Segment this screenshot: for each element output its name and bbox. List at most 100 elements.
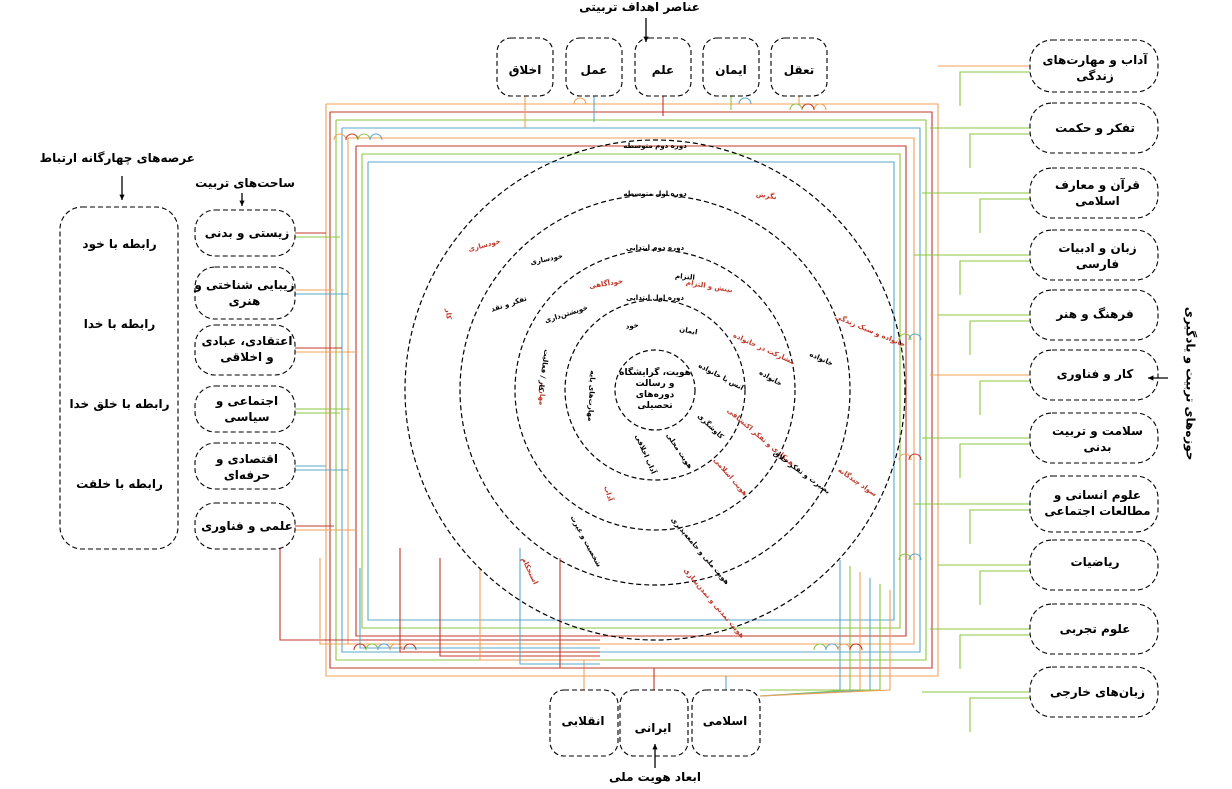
bottom-run-4 xyxy=(439,558,600,657)
frame-line-4 xyxy=(347,137,915,645)
header-four-domains: عرصه‌های چهارگانه ارتباط xyxy=(39,151,195,165)
bottom-run-1 xyxy=(319,558,600,645)
second-label-5: هویت اسلامی xyxy=(712,456,749,497)
third-label-1: شخصیت و غیرت xyxy=(569,514,603,568)
arrow-learning-areas-head xyxy=(1148,375,1154,381)
area-persian: زبان و ادبیات فارسی xyxy=(1058,240,1137,271)
identity-box-0 xyxy=(691,689,761,757)
concentric-rings xyxy=(404,139,906,641)
frame-line-7 xyxy=(367,161,895,621)
area-box-0 xyxy=(1029,39,1159,93)
outer-label-2: سواد چندگانه xyxy=(836,465,878,498)
frame-line-0 xyxy=(325,103,939,677)
hop-15 xyxy=(825,643,839,651)
second-label-4: آداب xyxy=(602,485,616,503)
hop-14 xyxy=(813,643,827,651)
identity-revolutionary: انقلابی xyxy=(561,713,605,728)
area-link-b-9 xyxy=(959,634,1030,669)
identity-islamic: اسلامی xyxy=(702,713,748,728)
second-label-2: خودآگاهی xyxy=(588,276,623,290)
goal-akhlagh: اخلاق xyxy=(508,62,542,77)
area-box-8 xyxy=(1029,539,1159,591)
ring-3 xyxy=(564,299,746,481)
arena-religious: اعتقادی، عبادی و اخلاقی xyxy=(201,333,293,364)
area-life-skills: آداب و مهارت‌های زندگی xyxy=(1042,52,1148,83)
area-health: سلامت و تربیت بدنی xyxy=(1052,423,1143,454)
area-thinking: تفکر و حکمت xyxy=(1055,120,1135,135)
goal-box-0 xyxy=(770,37,828,97)
hop-3 xyxy=(369,133,383,141)
hop-22 xyxy=(898,553,912,561)
arrow-arenas-head xyxy=(239,200,245,206)
hop-18 xyxy=(898,333,912,341)
inner-label-3: کاوشگری xyxy=(696,411,727,441)
area-link-b-0 xyxy=(959,71,1030,106)
arena-biological: زیستی و بدنی xyxy=(204,225,290,240)
goal-iman: ایمان xyxy=(715,62,747,77)
ring-title-2: دوره دوم ابتدایی xyxy=(626,244,684,252)
inner-label-5: هویت محلی xyxy=(664,432,694,471)
goal-box-1 xyxy=(702,37,760,97)
arena-aesthetic: زیبایی شناختی و هنری xyxy=(194,277,295,308)
area-culture-art: فرهنگ و هنر xyxy=(1056,306,1134,321)
bottom-run-0 xyxy=(279,548,600,641)
bottom-run-7 xyxy=(559,558,600,669)
frame-line-3 xyxy=(341,127,921,653)
frame-line-1 xyxy=(329,111,933,669)
hop-2 xyxy=(357,133,371,141)
inner-label-1: ایمان xyxy=(679,325,698,336)
area-math: ریاضیات xyxy=(1070,554,1120,569)
right-run-0 xyxy=(760,560,841,691)
arena-box-2 xyxy=(194,324,296,376)
inner-label-2: انس با خانواده xyxy=(697,362,745,392)
hop-7 xyxy=(738,97,752,105)
third-label-4: خانواده xyxy=(808,350,834,367)
area-box-9 xyxy=(1029,603,1159,655)
area-link-b-2 xyxy=(979,198,1030,233)
area-box-2 xyxy=(1029,167,1159,219)
area-link-b-7 xyxy=(969,509,1030,544)
ring-title-0: دوره دوم متوسطه xyxy=(623,142,687,150)
area-link-b-3 xyxy=(959,260,1030,295)
right-run-5 xyxy=(759,590,891,697)
inner-label-6: مهارت‌های پایه xyxy=(586,370,596,421)
second-label-7: مشارکت در خانواده xyxy=(732,331,796,366)
inner-label-0: خود xyxy=(625,321,639,331)
ring-title-1: دوره اول متوسطه xyxy=(623,190,687,198)
hop-10 xyxy=(365,643,379,651)
ring-1 xyxy=(459,194,851,586)
bottom-run-3 xyxy=(399,548,600,653)
area-link-b-10 xyxy=(969,697,1030,732)
area-foreign-lang: زبان‌های خارجی xyxy=(1050,684,1146,699)
area-box-10 xyxy=(1029,666,1159,718)
ring-0 xyxy=(404,139,906,641)
area-box-4 xyxy=(1029,289,1159,341)
third-label-5: خودسازی xyxy=(530,252,564,267)
hop-23 xyxy=(908,553,922,561)
outer-label-0: نگرش xyxy=(755,189,777,201)
header-goals: عناصر اهداف تربیتی xyxy=(579,0,700,14)
area-link-b-4 xyxy=(969,320,1030,355)
header-arenas: ساحت‌های تربیت xyxy=(195,176,295,190)
frame-boxes xyxy=(59,37,1159,757)
domain-creation: رابطه با خلقت xyxy=(76,476,163,491)
goal-amal: عمل xyxy=(580,62,608,77)
goal-elm: علم xyxy=(651,62,675,77)
outer-label-4: استحکام xyxy=(520,556,540,586)
four-domains-box xyxy=(59,206,179,550)
header-learning-areas: حوزه‌های تربیت و یادگیری xyxy=(1183,306,1198,461)
goal-box-2 xyxy=(634,37,692,97)
arena-scientific: علمی و فناوری xyxy=(201,518,293,533)
hop-19 xyxy=(908,333,922,341)
area-box-1 xyxy=(1029,102,1159,154)
hop-8 xyxy=(573,97,587,105)
area-link-b-6 xyxy=(959,443,1030,478)
area-work-tech: کار و فناوری xyxy=(1056,366,1134,381)
arrow-identity-head xyxy=(652,744,658,750)
hop-5 xyxy=(801,103,815,111)
area-box-7 xyxy=(1029,475,1159,533)
second-label-3: مهارت xyxy=(537,383,546,406)
area-box-3 xyxy=(1029,229,1159,281)
frame-line-2 xyxy=(335,119,927,661)
second-label-1: بینش و التزام xyxy=(685,279,733,295)
